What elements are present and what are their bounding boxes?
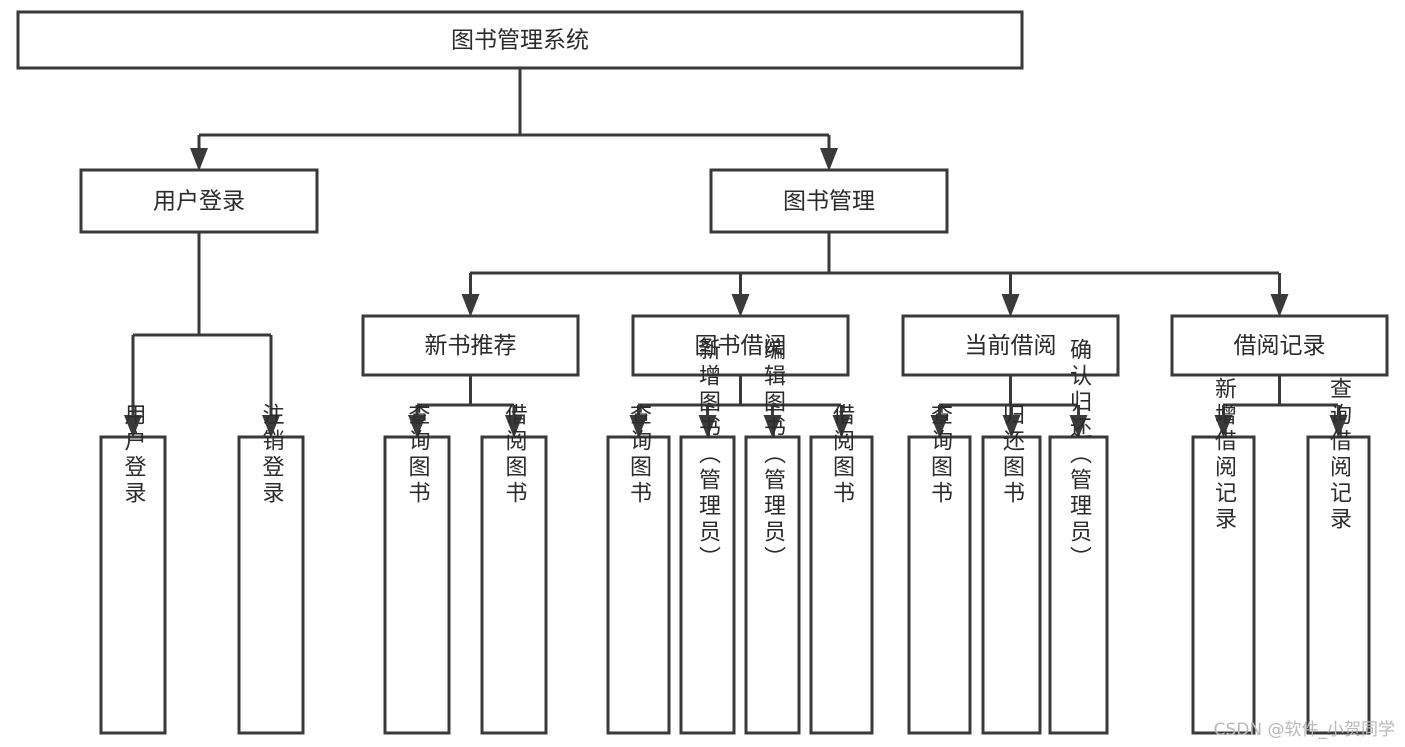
node-box (1048, 435, 1109, 735)
edge-l3_new_book_rec-to-leaf_borrow_book_a (505, 405, 523, 438)
node-label: 借阅图书 (502, 403, 528, 507)
node-label: 编辑图书（管理员） (760, 338, 786, 572)
node-label: 当前借阅 (965, 333, 1057, 359)
edge-l3_borrow_record-to-leaf_add_record (1214, 405, 1233, 438)
node-l2-book-manage[interactable]: 图书管理 (709, 168, 949, 234)
node-label: 新书推荐 (425, 333, 517, 359)
node-box (679, 435, 736, 735)
node-box (631, 314, 850, 377)
node-label: 图书借阅 (695, 333, 787, 359)
edge-l3_current_borrow-to-leaf_query_book_c (930, 405, 949, 438)
node-box (709, 168, 949, 234)
node-label: 用户登录 (153, 189, 245, 215)
node-box (361, 314, 580, 377)
node-label: 注销登录 (259, 403, 285, 507)
edges-layer (124, 68, 1348, 438)
connector-root-bus (199, 68, 829, 137)
edge-root-to-l2_user_login (190, 135, 208, 171)
node-box (383, 435, 451, 735)
edge-l3_book_borrow-to-leaf_borrow_book_b (832, 405, 851, 438)
node-box (606, 435, 671, 735)
node-box (1170, 314, 1389, 377)
node-label: 归还图书 (999, 403, 1025, 507)
node-label: 借阅图书 (829, 403, 855, 507)
node-box (1191, 435, 1256, 735)
node-leaf-logout[interactable]: 注销登录 (237, 403, 305, 735)
node-l3-book-borrow[interactable]: 图书借阅 (631, 314, 850, 377)
connector-book-manage-bus (470, 232, 1279, 275)
node-label: 查询借阅记录 (1326, 377, 1352, 533)
node-root[interactable]: 图书管理系统 (16, 10, 1024, 70)
connector-user-login-bus (133, 232, 271, 337)
node-label: 图书管理 (783, 189, 875, 215)
edge-l3_new_book_rec-to-leaf_query_book_a (408, 405, 426, 438)
edge-l3_current_borrow-to-leaf_return_book (1002, 405, 1021, 438)
node-box (99, 435, 167, 735)
node-box (1306, 435, 1371, 735)
node-box (79, 168, 319, 234)
node-leaf-user-login[interactable]: 用户登录 (99, 403, 167, 735)
node-box (237, 435, 305, 735)
node-box (901, 314, 1120, 377)
node-box (16, 10, 1024, 70)
edge-l3_book_borrow-to-leaf_add_book (698, 405, 717, 438)
node-label: 新增借阅记录 (1211, 377, 1237, 533)
node-label: 查询图书 (927, 403, 953, 507)
node-leaf-query-record[interactable]: 查询借阅记录 (1306, 377, 1371, 735)
node-leaf-borrow-book-b[interactable]: 借阅图书 (809, 403, 874, 735)
nodes-layer: 图书管理系统用户登录图书管理新书推荐图书借阅当前借阅借阅记录用户登录注销登录查询… (16, 10, 1389, 735)
edge-l3_current_borrow-to-leaf_confirm_return (1069, 405, 1088, 438)
node-leaf-query-book-a[interactable]: 查询图书 (383, 403, 451, 735)
edge-root-to-l2_book_manage (820, 135, 838, 171)
edge-l3_borrow_record-to-leaf_query_record (1329, 405, 1348, 438)
node-box (744, 435, 801, 735)
node-leaf-confirm-return[interactable]: 确认归还（管理员） (1048, 338, 1109, 735)
node-label: 图书管理系统 (451, 28, 589, 54)
node-box (981, 435, 1042, 735)
node-label: 借阅记录 (1234, 333, 1326, 359)
edge-l2_user_login-to-leaf_user_login (124, 335, 142, 438)
connector-record-bus (1223, 375, 1338, 407)
node-label: 新增图书（管理员） (695, 338, 721, 572)
node-l3-new-book-rec[interactable]: 新书推荐 (361, 314, 580, 377)
edge-l2_book_manage-to-l3_book_borrow (731, 273, 750, 317)
edge-l2_book_manage-to-l3_borrow_record (1270, 273, 1289, 317)
node-leaf-edit-book[interactable]: 编辑图书（管理员） (744, 338, 801, 735)
connector-book-borrow-bus (638, 375, 841, 407)
node-l2-user-login[interactable]: 用户登录 (79, 168, 319, 234)
node-l3-current-borrow[interactable]: 当前借阅 (901, 314, 1120, 377)
edge-l2_user_login-to-leaf_logout (262, 335, 280, 438)
edge-l2_book_manage-to-l3_current_borrow (1001, 273, 1020, 317)
node-leaf-query-book-c[interactable]: 查询图书 (907, 403, 972, 735)
node-leaf-borrow-book-a[interactable]: 借阅图书 (480, 403, 548, 735)
connector-current-bus (939, 375, 1078, 407)
node-leaf-add-book[interactable]: 新增图书（管理员） (679, 338, 736, 735)
edge-l3_book_borrow-to-leaf_edit_book (763, 405, 782, 438)
node-leaf-query-book-b[interactable]: 查询图书 (606, 403, 671, 735)
node-label: 查询图书 (626, 403, 652, 507)
node-box (907, 435, 972, 735)
node-l3-borrow-record[interactable]: 借阅记录 (1170, 314, 1389, 377)
edge-l2_book_manage-to-l3_new_book_rec (461, 273, 480, 317)
node-box (480, 435, 548, 735)
connector-new-book-bus (417, 375, 514, 407)
node-label: 查询图书 (405, 403, 431, 507)
node-leaf-return-book[interactable]: 归还图书 (981, 403, 1042, 735)
node-label: 用户登录 (121, 403, 147, 507)
node-leaf-add-record[interactable]: 新增借阅记录 (1191, 377, 1256, 735)
node-box (809, 435, 874, 735)
node-label: 确认归还（管理员） (1066, 338, 1092, 572)
edge-l3_book_borrow-to-leaf_query_book_b (629, 405, 648, 438)
